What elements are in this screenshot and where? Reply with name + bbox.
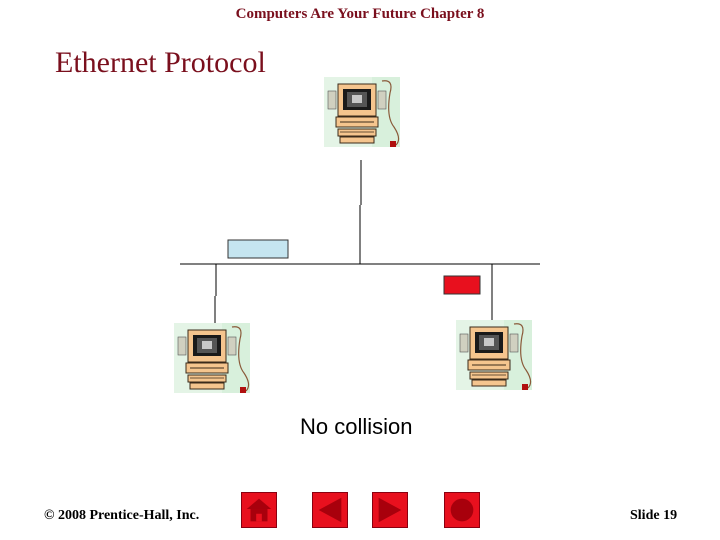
previous-button[interactable] [312,492,348,528]
copyright-text: © 2008 Prentice-Hall, Inc. [44,508,200,523]
packet-light-blue [227,239,289,259]
stop-circle-icon [450,498,474,522]
end-show-button[interactable] [444,492,480,528]
diagram-caption: No collision [300,414,413,439]
computer-top [323,76,401,148]
computer-right [455,319,533,391]
slide-title: Ethernet Protocol [55,46,266,79]
packet-red [443,275,481,295]
next-button[interactable] [372,492,408,528]
arrow-left-icon [318,497,342,523]
arrow-right-icon [378,497,402,523]
computer-left [173,322,251,394]
home-icon [246,498,272,522]
slide-header: Computers Are Your Future Chapter 8 [235,6,485,22]
slide-number: Slide 19 [630,508,678,523]
home-button[interactable] [241,492,277,528]
